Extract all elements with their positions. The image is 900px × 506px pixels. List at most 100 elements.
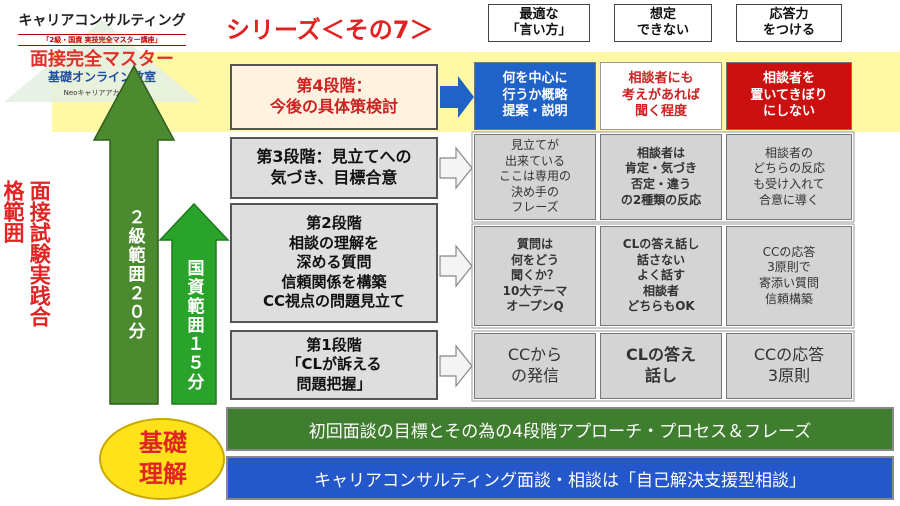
big-range-arrow [92,64,176,405]
principle-bar: キャリアコンサルティング面談・相談は「自己解決支援型相談」 [226,456,894,500]
goal-bar: 初回面談の目標とその為の4段階アプローチ・プロセス＆フレーズ [226,407,894,451]
stage-3-line1: 第3段階：見立てへの [256,147,412,167]
row1-frame [471,330,855,402]
cell-line: 何をどう [510,252,559,267]
logo-line2: 「2級・国資 実技完全マスター講座」 [18,34,186,46]
stage-2-line4: 信頼関係を構築 [281,272,387,291]
cell-line: 見立てが [510,138,559,153]
column-header-3-line2: をつける [762,23,815,38]
logo-triangle-shape [4,20,200,102]
cell-line: 3原則で [767,260,811,275]
column-header-2: 想定できない [614,4,712,42]
cell-line: 質問は [516,237,553,252]
cell-line: 何を中心に [502,70,568,86]
big-arrow-label: ２級範囲２０分 [124,207,145,341]
stage-3-line2: 気づき、目標合意 [270,168,398,187]
column-header-1-line2: 「言い方」 [506,23,572,38]
cell-line: どちらもOK [627,299,695,314]
cell-line: 否定・違う [630,177,691,191]
cell-line: 相談者の [764,145,813,160]
cell-r3-c3: 相談者の どちらの反応 も受け入れて 合意に導く [726,134,852,220]
cell-line: の発信 [510,366,559,385]
stage3-right-arrow [439,146,473,190]
cell-line: にしない [762,104,815,120]
small-arrow-label: 国資範囲１５分 [183,258,204,392]
cell-line: 寄添い質問 [758,276,819,290]
cell-line: 話し [644,366,677,385]
stage-1-line1: 第1段階 [306,335,362,354]
cell-line: 考えがあれば [621,87,700,103]
column-header-3: 応答力をつける [736,4,842,42]
cell-line: も受け入れて [753,177,825,191]
stage-2-line2: 相談の理解を [288,233,379,252]
column-header-1-line1: 最適な [519,6,559,22]
column-header-1: 最適な「言い方」 [488,4,590,42]
series-title: シリーズ＜その7＞ [226,15,434,44]
stage1-right-arrow [439,344,473,388]
cell-line: 出来ている [504,153,565,168]
cell-line: よく話す [636,268,685,283]
cell-line: ここは専用の [498,169,571,184]
stage-1-line3: 問題把握」 [296,374,372,393]
cell-r3-c2: 相談者は 肯定・気づき 否定・違う の2種類の反応 [600,134,722,220]
row2-frame [471,223,855,329]
logo-line5: Neoキャリアアカデミー [63,89,141,97]
cell-line: フレーズ [511,200,559,215]
stage-1-box: 第1段階 「CLが訴える 問題把握」 [230,330,438,400]
stage-4-box: 第4段階：今後の具体策検討 [230,64,438,130]
kiso-ellipse [99,418,225,500]
stage-2-box: 第2段階 相談の理解を 深める質問 信頼関係を構築 CC視点の問題見立て [230,203,438,323]
stage-3-box: 第3段階：見立てへの気づき、目標合意 [230,137,438,199]
column-header-2-line2: できない [636,23,689,38]
cell-line: CLの答え話し [622,237,700,252]
cell-r1-c2: CLの答え 話し [600,333,722,399]
cell-r2-c2: CLの答え話し 話さない よく話す 相談者 どちらもOK [600,226,722,326]
cell-line: 相談者は [636,145,685,160]
stage-2-line1: 第2段階 [306,214,362,233]
cell-line: の2種類の反応 [620,192,702,207]
cell-line: どちらの反応 [752,161,825,176]
cell-line: 3原則 [767,366,811,385]
cell-line: CCの応答 [762,244,816,259]
cell-line: 聞くか？ [510,268,559,283]
cell-r4-c1: 何を中心に 行うか概略 提案・説明 [474,62,596,130]
column-header-3-line1: 応答力 [769,6,809,22]
cell-r3-c1: 見立てが 出来ている ここは専用の 決め手の フレーズ [474,134,596,220]
cell-r4-c2: 相談者にも 考えがあれば 聞く程度 [600,62,722,130]
stage-2-line3: 深める質問 [296,253,372,272]
logo-line1: キャリアコンサルティング [18,13,186,29]
stage-1-line2: 「CLが訴える [286,355,382,374]
stage-4-line2: 今後の具体策検討 [269,97,398,116]
cell-r2-c1: 質問は 何をどう 聞くか？ 10大テーマ オープンQ [474,226,596,326]
cell-line: 信頼構築 [764,291,813,306]
cell-line: CCの応答 [753,345,825,365]
cell-line: 相談者を [762,70,815,86]
cell-line: 肯定・気づき [624,161,697,176]
logo-line3: 面接完全マスター [30,49,174,70]
cell-r1-c1: CCから の発信 [474,333,596,399]
stage2-right-arrow [439,244,473,288]
cell-line: 置いてきぼり [750,87,828,103]
cell-line: CCから [507,345,563,365]
cell-line: 10大テーマ [502,283,568,298]
stage-4-line1: 第4段階： [296,76,372,96]
cell-r2-c3: CCの応答 3原則で 寄添い質問 信頼構築 [726,226,852,326]
cell-r4-c3: 相談者を 置いてきぼり にしない [726,62,852,130]
cell-line: CLの答え [626,345,696,365]
cell-line: 話さない [636,252,685,267]
cell-line: 相談者にも [628,70,694,86]
cell-line: 行うか概略 [502,87,568,103]
cell-line: 聞く程度 [634,104,687,120]
kiso-line1: 基礎 [139,428,187,457]
column-header-2-line1: 想定 [649,6,676,22]
stage4-right-arrow [440,76,474,118]
cell-line: 合意に導く [758,192,819,207]
cell-line: 相談者 [642,283,679,298]
cell-line: オープンQ [506,299,564,314]
cell-line: 決め手の [510,184,559,199]
row3-frame [471,131,855,223]
kiso-rikai-label: 基礎理解 [100,418,226,500]
small-range-arrow [158,202,230,405]
stage-2-line5: CC視点の問題見立て [262,292,406,311]
